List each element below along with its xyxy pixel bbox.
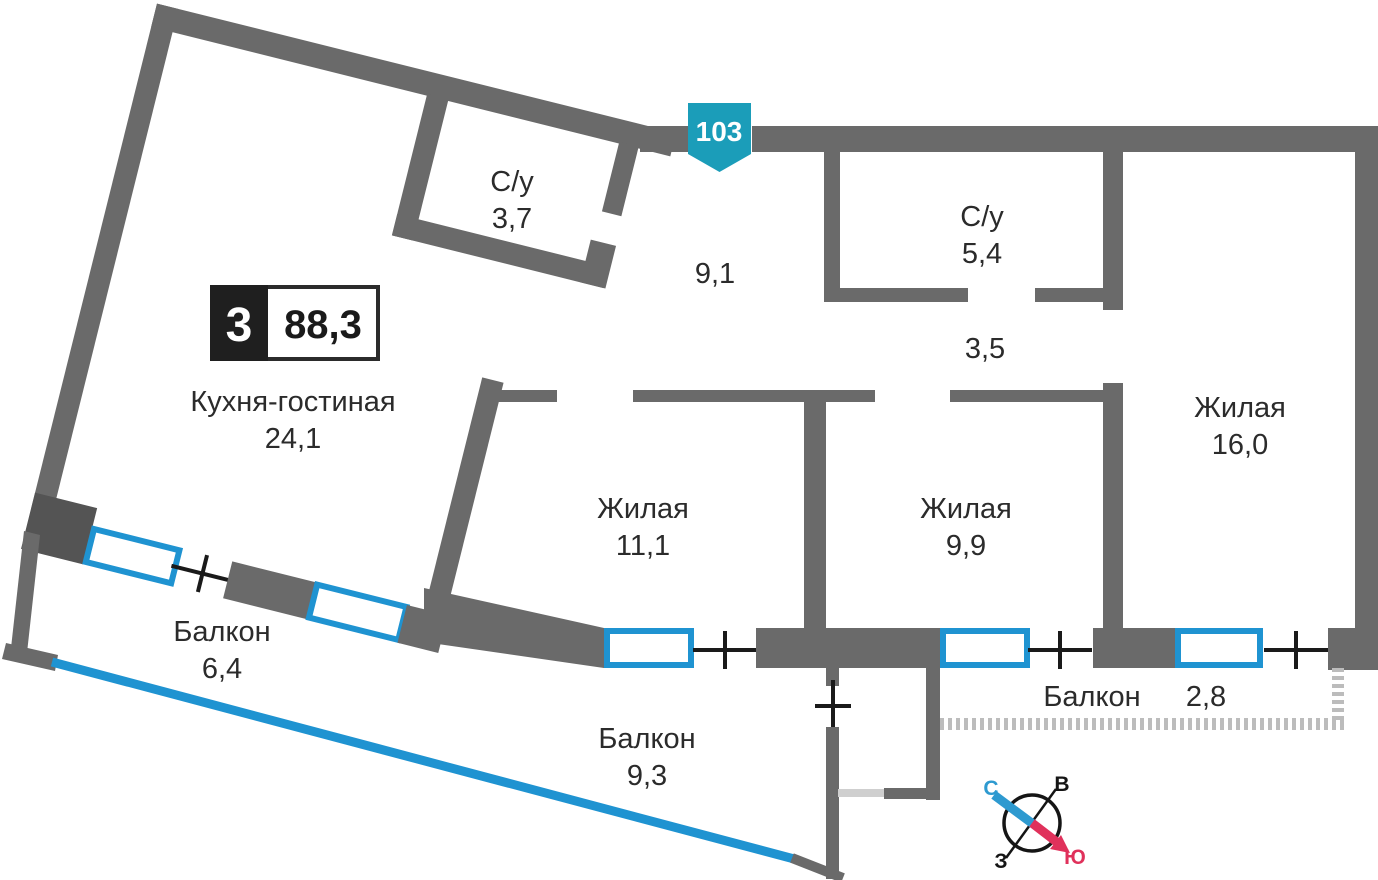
compass-circle: [1002, 793, 1062, 853]
room-area-bath-small: 3,7: [492, 203, 532, 235]
bath-small-wall-left: [391, 93, 449, 241]
bath-big-wall-right: [1103, 150, 1123, 310]
compass-needle-south-arrowhead: [1050, 835, 1070, 853]
compass-label-north: С: [983, 777, 998, 800]
kitchen-window-1: [82, 525, 184, 587]
protrusion-wall-left-top: [826, 668, 839, 686]
room-area-living16: 16,0: [1212, 429, 1268, 461]
room-label-balcony6: Балкон: [173, 616, 270, 648]
bath-small-wall-right-nub: [580, 239, 617, 289]
protrusion-wall-right: [926, 668, 940, 800]
unit-badge-rooms-text: 3: [226, 299, 253, 352]
apartment-number-badge: [688, 103, 751, 172]
room-area-living11: 11,1: [616, 530, 670, 562]
room-label-balcony2: Балкон: [1043, 681, 1140, 713]
window-dimension-tick-vertical: [815, 680, 851, 732]
compass-needle-north: [991, 791, 1036, 828]
room-label-balcony9: Балкон: [598, 723, 695, 755]
living11-living9-divider-wall: [804, 390, 826, 628]
balcony-glazing-line: [50, 657, 800, 865]
room-area-balcony9: 9,3: [627, 760, 667, 792]
balcony6-wall-corner: [2, 643, 58, 671]
protrusion-wall-left-bottom: [826, 727, 839, 879]
bath-big-wall-bottom-left: [824, 288, 968, 302]
window-living11: [604, 628, 694, 668]
bath-big-wall-bottom-right: [1035, 288, 1111, 302]
exterior-wall-top-right: [752, 126, 1378, 152]
balcony6-wall-left: [10, 531, 40, 662]
living9-wall-top: [950, 390, 1123, 402]
bath-big-wall-left: [824, 150, 840, 302]
unit-badge-area-text: 88,3: [284, 303, 362, 347]
window-dimension-tick: [1264, 631, 1328, 669]
room-label-living16: Жилая: [1194, 392, 1286, 424]
wall-window-row-a: [756, 628, 940, 668]
room-area-bath-big: 5,4: [962, 238, 1002, 270]
window-dimension-tick: [170, 554, 234, 593]
exterior-wall-right-corner-block: [1328, 628, 1362, 670]
window-living9: [940, 628, 1030, 668]
compass: С В З Ю: [983, 773, 1085, 873]
room-label-bath-big: С/у: [960, 201, 1004, 233]
kitchen-window-2: [305, 580, 411, 644]
kitchen-window-band-wall: [223, 561, 318, 620]
wall-window-row-b: [1093, 628, 1175, 668]
protrusion-door-threshold: [838, 789, 884, 797]
living16-wall-left: [1103, 383, 1123, 630]
room-label-living11: Жилая: [597, 493, 689, 525]
bath-small-wall-bottom: [391, 213, 609, 289]
compass-label-south: Ю: [1064, 846, 1086, 869]
room-area-kitchen: 24,1: [265, 423, 321, 455]
window-dimension-tick: [1028, 631, 1092, 669]
window-dimension-tick: [693, 631, 757, 669]
living11-wall-top-a: [483, 390, 557, 402]
window-living16: [1175, 628, 1263, 668]
exterior-wall-top-entry-left: [640, 126, 692, 152]
bath-small-wall-right-top: [601, 141, 639, 217]
unit-badge-rooms-box: [210, 285, 268, 361]
exterior-wall-right: [1355, 150, 1378, 670]
room-area-corridor: 3,5: [965, 333, 1005, 365]
tilted-wing: [21, 3, 677, 653]
exterior-wall-top-left: [151, 3, 677, 157]
room-label-bath-small: С/у: [490, 166, 534, 198]
living11-wall-top-b: [633, 390, 875, 402]
compass-label-west: З: [994, 850, 1007, 873]
protrusion-wall-bottom: [884, 788, 928, 799]
kitchen-living11-divider-wall: [426, 377, 504, 606]
room-area-balcony2: 2,8: [1186, 681, 1226, 713]
apartment-number-text: 103: [696, 116, 743, 147]
compass-needle-south: [1029, 819, 1061, 847]
transition-wall: [424, 588, 604, 668]
room-area-balcony6: 6,4: [202, 653, 242, 685]
compass-label-east: В: [1054, 773, 1069, 796]
kitchen-window-band-corner-block: [21, 492, 98, 565]
room-label-kitchen: Кухня-гостиная: [190, 386, 395, 418]
exterior-wall-left: [23, 3, 179, 543]
room-label-living9: Жилая: [920, 493, 1012, 525]
room-area-living9: 9,9: [946, 530, 986, 562]
room-area-hall: 9,1: [695, 258, 735, 290]
